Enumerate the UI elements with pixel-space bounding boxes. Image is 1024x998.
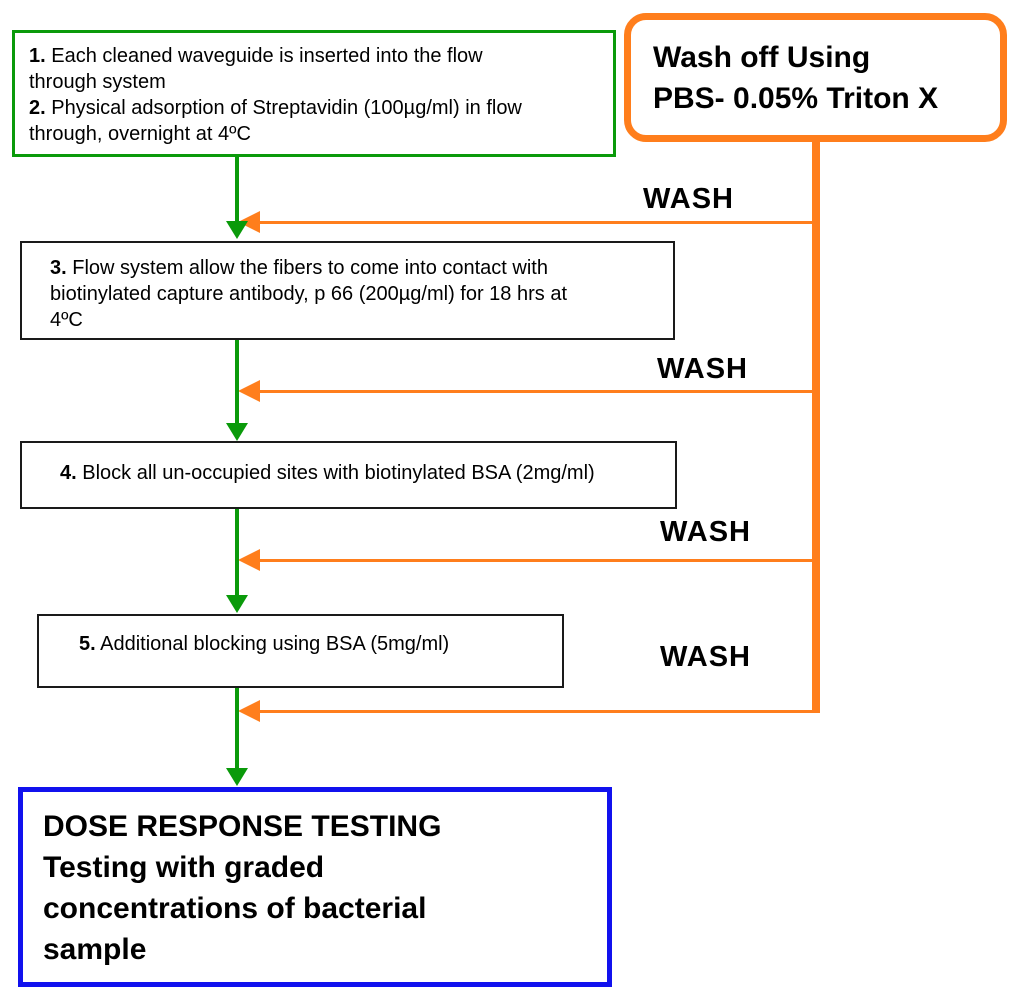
step-1-2-box: 1. Each cleaned waveguide is inserted in… — [12, 30, 616, 157]
step-3-number: 3. — [50, 257, 67, 279]
flow-line-4 — [235, 688, 239, 769]
flow-arrowhead-down-icon — [226, 423, 248, 441]
wash-off-box: Wash off Using PBS- 0.05% Triton X — [624, 13, 1007, 142]
wash-arrowhead-left-icon — [238, 549, 260, 571]
wash-label-3: WASH — [660, 516, 751, 548]
step-3-box: 3. Flow system allow the fibers to come … — [20, 241, 675, 340]
flow-line-3 — [235, 509, 239, 596]
step-1-number: 1. — [29, 45, 46, 67]
flow-line-1 — [235, 157, 239, 223]
wash-branch-line-1 — [258, 221, 812, 224]
step-1-text: 1. Each cleaned waveguide is inserted in… — [29, 45, 483, 93]
wash-branch-line-2 — [258, 390, 812, 393]
wash-label-4: WASH — [660, 641, 751, 673]
step-5-number: 5. — [79, 633, 96, 655]
wash-label-1: WASH — [643, 183, 734, 215]
wash-arrowhead-left-icon — [238, 700, 260, 722]
flow-arrowhead-down-icon — [226, 595, 248, 613]
wash-branch-line-4 — [258, 710, 812, 713]
step-5-text: 5. Additional blocking using BSA (5mg/ml… — [79, 633, 450, 655]
wash-branch-line-3 — [258, 559, 812, 562]
step-2-text: 2. Physical adsorption of Streptavidin (… — [29, 97, 522, 145]
flow-line-2 — [235, 340, 239, 424]
wash-label-2: WASH — [657, 353, 748, 385]
step-4-box: 4. Block all un-occupied sites with biot… — [20, 441, 677, 509]
step-3-text: 3. Flow system allow the fibers to come … — [50, 257, 568, 331]
wash-supply-line — [812, 140, 820, 713]
step-5-box: 5. Additional blocking using BSA (5mg/ml… — [37, 614, 564, 688]
step-4-text: 4. Block all un-occupied sites with biot… — [60, 462, 595, 484]
step-4-number: 4. — [60, 462, 77, 484]
flow-arrowhead-down-icon — [226, 768, 248, 786]
dose-response-box: DOSE RESPONSE TESTING Testing with grade… — [18, 787, 612, 987]
flow-arrowhead-down-icon — [226, 221, 248, 239]
step-2-number: 2. — [29, 97, 46, 119]
wash-arrowhead-left-icon — [238, 380, 260, 402]
